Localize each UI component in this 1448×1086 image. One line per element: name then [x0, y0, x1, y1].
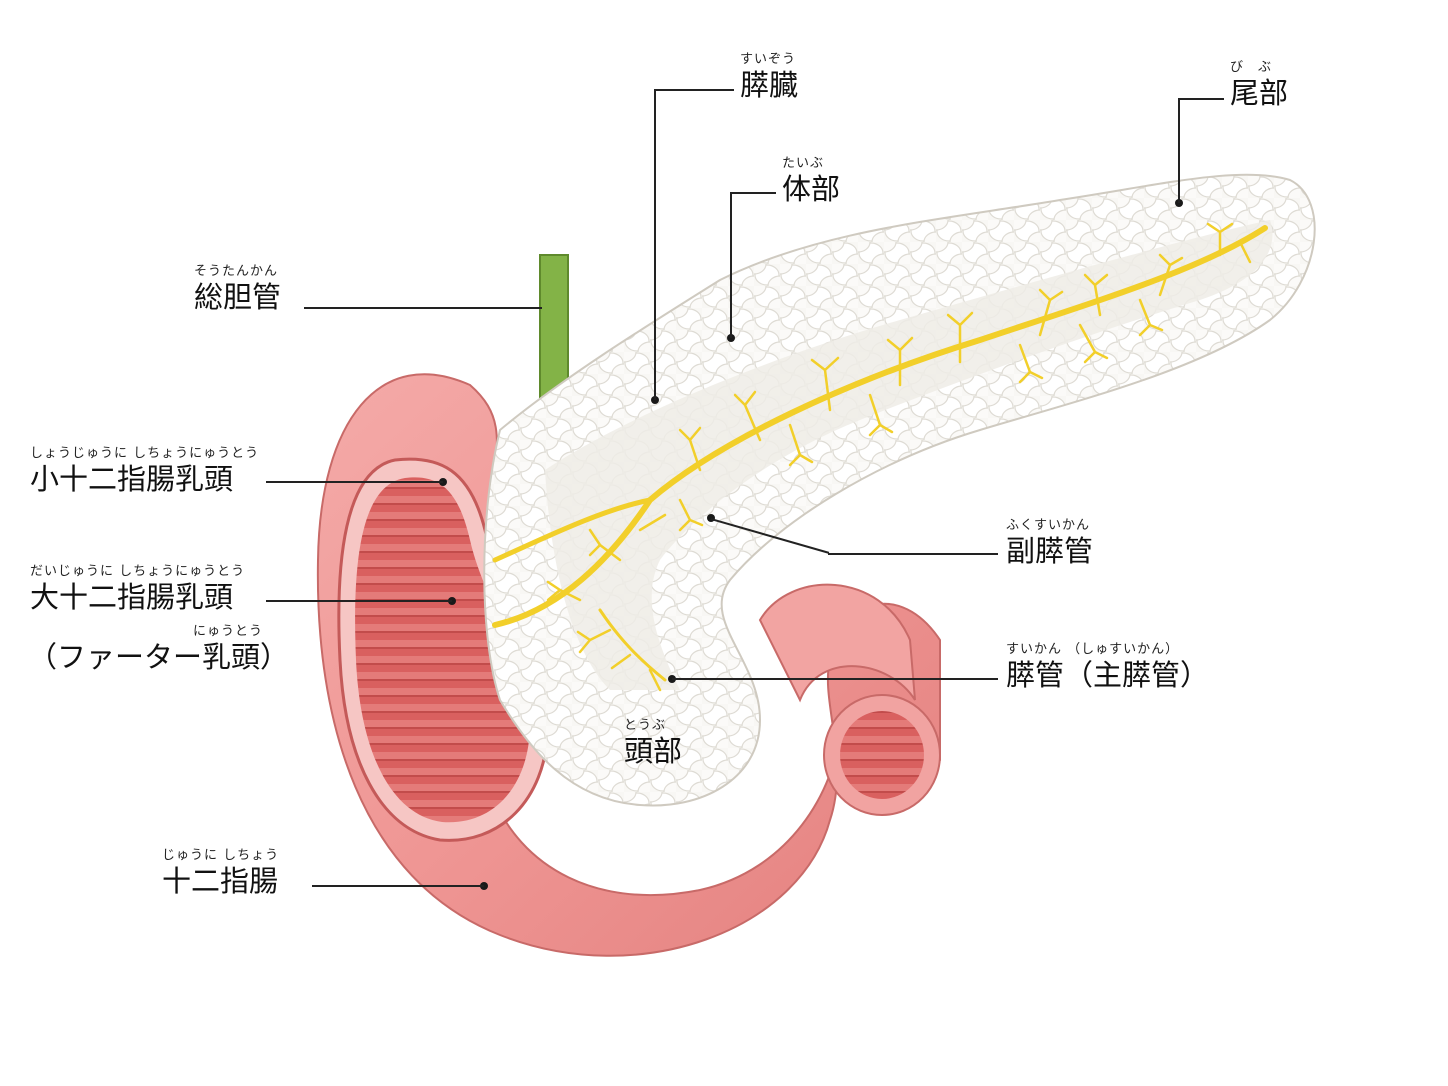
label-suizo: すいぞう 膵臓	[740, 52, 798, 102]
text-suikan: 膵管（主膵管）	[1006, 658, 1210, 692]
text-dai-nyuto: 大十二指腸乳頭	[30, 580, 234, 614]
text-suizo: 膵臓	[740, 68, 799, 102]
bibu-leader-v	[1178, 99, 1180, 203]
ruby-juunishicho: じゅうに しちょう	[162, 848, 280, 863]
sho-nyuto-leader	[266, 481, 443, 483]
ruby-sotankan: そうたんかん	[194, 264, 279, 279]
label-juunishicho: じゅうに しちょう 十二指腸	[162, 848, 279, 898]
taibu-leader-v	[730, 193, 732, 338]
label-bibu: び ぶ 尾部	[1230, 60, 1288, 110]
ruby-vater: にゅうとう	[193, 624, 264, 639]
ruby-sho-nyuto: しょうじゅうに しちょうにゅうとう	[30, 446, 260, 461]
label-sho-nyuto: しょうじゅうに しちょうにゅうとう 小十二指腸乳頭	[30, 446, 259, 496]
label-taibu: たいぶ 体部	[782, 156, 840, 206]
label-vater: にゅうとう （ファーター乳頭）	[28, 624, 289, 674]
text-juunishicho: 十二指腸	[162, 864, 279, 898]
ruby-tobu: とうぶ	[624, 718, 667, 733]
suikan-leader	[672, 678, 998, 680]
taibu-leader-h	[730, 192, 776, 194]
label-sotankan: そうたんかん 総胆管	[194, 264, 281, 314]
ruby-suikan: すいかん （しゅすいかん）	[1006, 642, 1180, 657]
pancreatic-duct	[492, 222, 1268, 692]
sotankan-leader	[304, 307, 542, 309]
text-taibu: 体部	[782, 172, 841, 206]
dai-nyuto-leader	[266, 600, 452, 602]
suizo-leader-h	[654, 89, 734, 91]
ruby-fukusuikan: ふくすいかん	[1006, 518, 1091, 533]
bibu-leader-h	[1178, 98, 1224, 100]
ruby-dai-nyuto: だいじゅうに しちょうにゅうとう	[30, 564, 246, 579]
duodenum	[316, 373, 941, 957]
label-suikan: すいかん （しゅすいかん） 膵管（主膵管）	[1006, 642, 1209, 692]
ruby-bibu: び ぶ	[1230, 60, 1273, 75]
text-fukusuikan: 副膵管	[1006, 534, 1094, 568]
label-fukusuikan: ふくすいかん 副膵管	[1006, 518, 1093, 568]
suizo-leader-v	[654, 90, 656, 400]
text-sotankan: 総胆管	[194, 280, 282, 314]
fukusuikan-leader	[828, 553, 998, 555]
ruby-taibu: たいぶ	[782, 156, 825, 171]
text-tobu: 頭部	[624, 734, 683, 768]
text-sho-nyuto: 小十二指腸乳頭	[30, 462, 234, 496]
pancreas	[483, 173, 1316, 807]
label-tobu: とうぶ 頭部	[624, 718, 682, 768]
juunishicho-leader	[312, 885, 484, 887]
text-vater: （ファーター乳頭）	[28, 640, 290, 674]
label-dai-nyuto: だいじゅうに しちょうにゅうとう 大十二指腸乳頭	[30, 564, 245, 614]
text-bibu: 尾部	[1230, 76, 1289, 110]
ruby-suizo: すいぞう	[740, 52, 797, 67]
